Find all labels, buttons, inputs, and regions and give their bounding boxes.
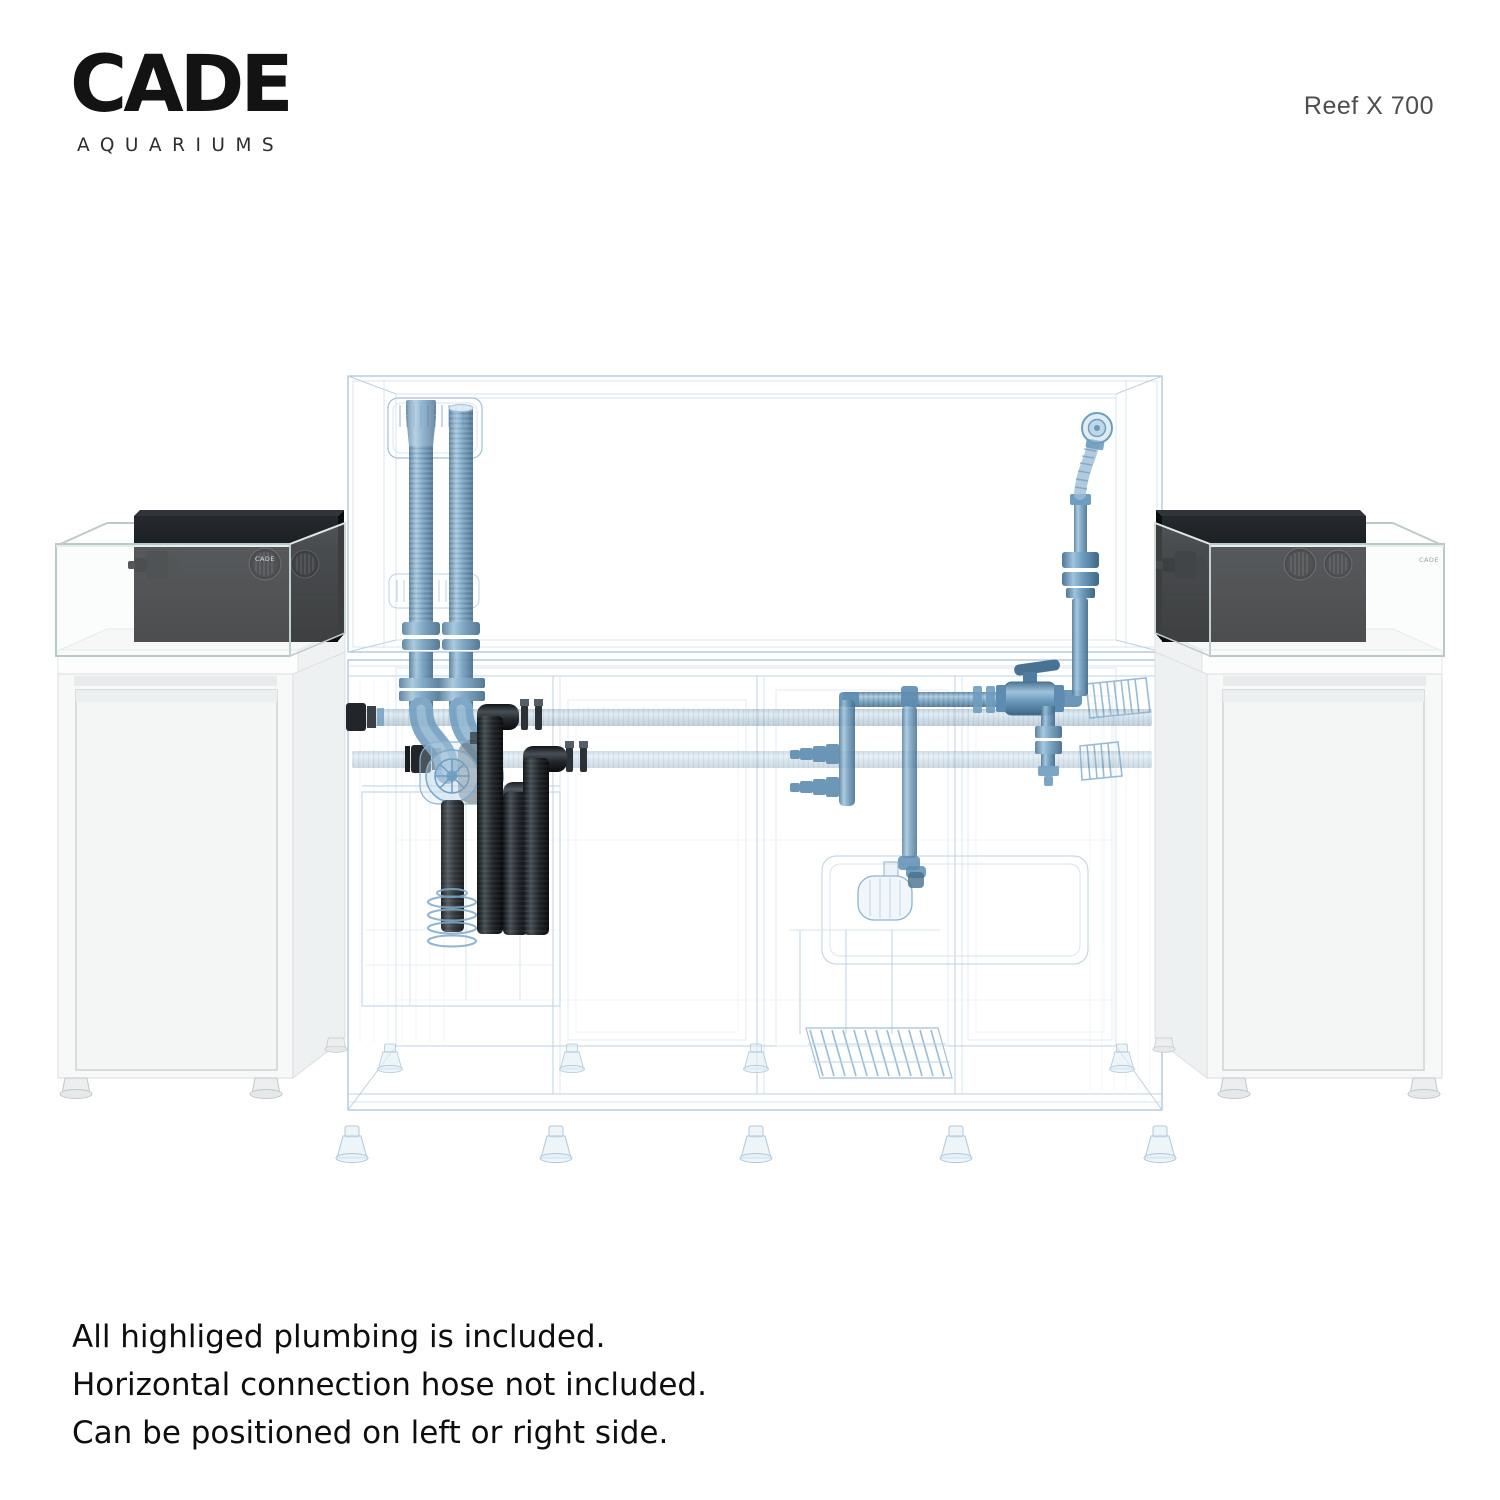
logo-subtext: AQUARIUMS bbox=[77, 135, 285, 156]
included-plumbing bbox=[340, 400, 1152, 948]
logo-wordmark: CADE bbox=[70, 40, 294, 130]
standpipe-left bbox=[399, 400, 459, 784]
filter-grate bbox=[805, 1027, 953, 1079]
left-cabinet-foot bbox=[59, 1077, 93, 1099]
dark-drain-pipes bbox=[427, 704, 567, 948]
right-box-port-1 bbox=[1283, 547, 1317, 581]
return-assembly bbox=[790, 412, 1113, 921]
leveling-feet-wireframe bbox=[335, 1043, 1177, 1163]
left-cabinet-side bbox=[292, 651, 346, 1080]
right-side-unit: CADE bbox=[1152, 510, 1445, 1099]
cade-logo: CADE AQUARIUMS bbox=[70, 40, 294, 156]
bulkhead-fitting-left-upper bbox=[340, 703, 384, 731]
left-box-side-fitting bbox=[128, 551, 178, 579]
barb-nozzles bbox=[790, 744, 839, 797]
left-box-port-2 bbox=[290, 549, 320, 579]
return-pump bbox=[857, 861, 924, 921]
display-tank-wireframe bbox=[347, 375, 1163, 653]
right-cabinet-door[interactable] bbox=[1222, 689, 1425, 1071]
footer-line-3: Can be positioned on left or right side. bbox=[72, 1415, 669, 1451]
right-glass-tank: CADE bbox=[1154, 521, 1445, 658]
secondary-drop bbox=[1035, 706, 1062, 786]
right-box-side-fitting bbox=[1156, 551, 1206, 579]
hose-clamps bbox=[520, 699, 588, 772]
left-side-unit: CADE bbox=[55, 510, 348, 1099]
footer-line-2: Horizontal connection hose not included. bbox=[72, 1367, 707, 1403]
flex-hose-nozzle bbox=[1074, 412, 1113, 500]
left-cabinet-door[interactable] bbox=[75, 689, 278, 1071]
right-glass-brand-label: CADE bbox=[1419, 556, 1439, 564]
left-box-brand-label: CADE bbox=[255, 555, 275, 563]
left-black-sump-box: CADE bbox=[128, 510, 344, 642]
footer-line-1: All highliged plumbing is included. bbox=[72, 1319, 606, 1355]
right-cabinet-side bbox=[1154, 651, 1208, 1080]
left-box-port-1: CADE bbox=[248, 547, 282, 581]
right-box-port-2 bbox=[1323, 549, 1353, 579]
left-glass-tank bbox=[55, 521, 346, 658]
footer-notes: All highliged plumbing is included. Hori… bbox=[72, 1313, 707, 1457]
right-black-sump-box bbox=[1156, 510, 1366, 642]
right-cabinet-foot bbox=[1217, 1077, 1251, 1099]
strainer-coil bbox=[427, 888, 477, 948]
product-name: Reef X 700 bbox=[1303, 92, 1434, 120]
return-riser bbox=[1062, 494, 1099, 696]
